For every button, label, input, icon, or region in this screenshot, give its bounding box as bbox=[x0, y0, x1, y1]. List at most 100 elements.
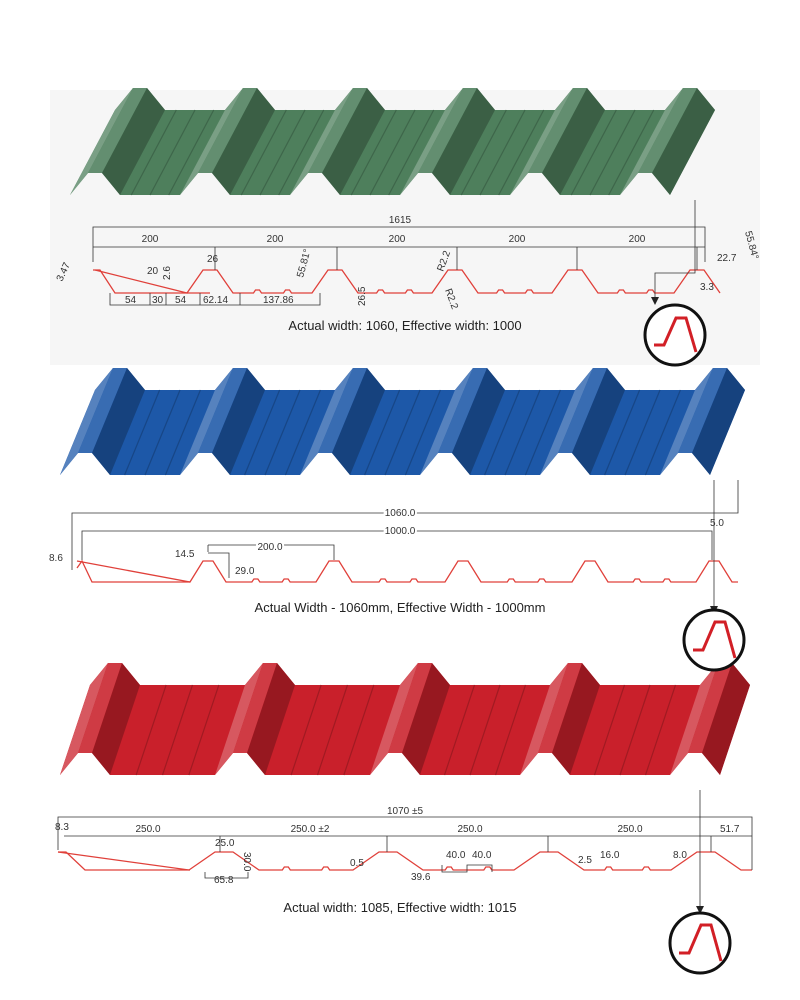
green-stiffener bbox=[388, 109, 435, 196]
red-rib-face bbox=[215, 663, 263, 775]
red-rib-face bbox=[520, 663, 568, 775]
blue-rib-face bbox=[540, 368, 593, 475]
red-stiffener bbox=[494, 684, 527, 776]
green-stiffener bbox=[240, 109, 287, 196]
dim-label: 200 bbox=[509, 234, 526, 245]
blue-stiffener bbox=[484, 389, 521, 476]
dim-label: 5.0 bbox=[710, 518, 724, 529]
blue-stiffener bbox=[384, 389, 421, 476]
green-rib-top bbox=[638, 88, 697, 173]
red-stiffener bbox=[188, 684, 220, 776]
red-stiffener bbox=[343, 684, 375, 776]
green-stiffener bbox=[589, 109, 636, 196]
blue-profile bbox=[76, 560, 738, 583]
blue-stiffener bbox=[124, 389, 161, 476]
green-rib-face bbox=[70, 88, 133, 195]
red-profile bbox=[57, 851, 752, 871]
red-stiffener bbox=[290, 684, 322, 776]
blue-stiffener bbox=[524, 389, 561, 476]
red-rib-top bbox=[78, 663, 122, 753]
red-rib-shadow bbox=[247, 663, 295, 775]
blue-rib-shadow bbox=[692, 368, 745, 475]
green-stiffener bbox=[608, 109, 655, 196]
green-stiffener bbox=[130, 109, 177, 196]
detail-circle-red bbox=[668, 911, 732, 975]
red-stiffener bbox=[644, 684, 677, 776]
red-stiffener bbox=[469, 684, 501, 776]
green-stiffener bbox=[149, 109, 196, 196]
dim-label: 30.0 bbox=[241, 852, 252, 872]
green-rib-top bbox=[308, 88, 367, 173]
blue-stiffener bbox=[644, 389, 681, 476]
green-rib-top bbox=[418, 88, 477, 173]
green-rib-shadow bbox=[102, 88, 165, 195]
dim-label: 2.5 bbox=[578, 855, 592, 866]
blue-rib-top bbox=[558, 368, 607, 453]
blue-stiffener bbox=[624, 389, 661, 476]
dim-label: 200 bbox=[629, 234, 646, 245]
dim-label: 40.0 bbox=[446, 850, 466, 861]
green-rib-shadow bbox=[212, 88, 275, 195]
red-profile-edge bbox=[58, 851, 190, 871]
blue-stiffener bbox=[164, 389, 201, 476]
green-rib-shadow bbox=[542, 88, 605, 195]
blue-rib-shadow bbox=[572, 368, 625, 475]
green-stiffener bbox=[350, 109, 397, 196]
green-rib-face bbox=[180, 88, 243, 195]
dim-label: 25.0 bbox=[215, 838, 235, 849]
blue-stiffener bbox=[284, 389, 321, 476]
dim-label: 20 bbox=[147, 266, 159, 277]
dim-label: 250.0 bbox=[135, 824, 160, 835]
blue-rib-top bbox=[198, 368, 247, 453]
dim-label: 1615 bbox=[389, 215, 412, 226]
blue-stiffener bbox=[364, 389, 401, 476]
green-rib-face bbox=[510, 88, 573, 195]
dim-label: 26 bbox=[207, 254, 219, 265]
green-stiffener bbox=[278, 109, 325, 196]
green-stiffener bbox=[570, 109, 617, 196]
red-rib-face bbox=[670, 663, 718, 775]
panel-red-dimensions: 1070 ±5 8.3 250.0 250.0 ±2 250.0 250.0 5… bbox=[55, 790, 753, 915]
dim-label: 14.5 bbox=[175, 549, 195, 560]
caption: Actual width: 1085, Effective width: 101… bbox=[283, 900, 516, 915]
dim-label: 8.0 bbox=[673, 850, 687, 861]
dim-label: 2.6 bbox=[162, 266, 173, 280]
red-rib-shadow bbox=[552, 663, 600, 775]
dim-label: 54 bbox=[175, 295, 187, 306]
red-rib-face bbox=[370, 663, 418, 775]
blue-rib-shadow bbox=[332, 368, 385, 475]
caption: Actual Width - 1060mm, Effective Width -… bbox=[255, 600, 546, 615]
dim-label: 26.5 bbox=[357, 286, 368, 306]
dim-label: 29.0 bbox=[235, 566, 255, 577]
green-profile bbox=[94, 269, 721, 294]
blue-profile-edge bbox=[76, 559, 190, 583]
dim-label: 200.0 bbox=[257, 542, 282, 553]
green-rib-face bbox=[400, 88, 463, 195]
dim-label: 54 bbox=[125, 295, 137, 306]
red-stiffener bbox=[619, 684, 651, 776]
dim-label: 1000.0 bbox=[385, 526, 416, 537]
green-stiffener bbox=[369, 109, 416, 196]
blue-rib-top bbox=[318, 368, 367, 453]
green-rib-shadow bbox=[652, 88, 715, 195]
red-rib-face bbox=[60, 663, 108, 775]
dim-label: 8.6 bbox=[49, 553, 63, 564]
red-stiffener bbox=[443, 684, 476, 776]
blue-rib-shadow bbox=[452, 368, 505, 475]
green-rib-shadow bbox=[432, 88, 495, 195]
dim-label: 51.7 bbox=[720, 824, 740, 835]
dim-label: 65.8 bbox=[214, 875, 234, 886]
red-stiffener bbox=[316, 684, 349, 776]
dim-label: 40.0 bbox=[472, 850, 492, 861]
blue-rib-face bbox=[180, 368, 233, 475]
blue-rib-shadow bbox=[92, 368, 145, 475]
dim-label: 3.3 bbox=[700, 282, 714, 293]
dim-label: 137.86 bbox=[263, 295, 294, 306]
green-rib-top bbox=[198, 88, 257, 173]
dim-label: 250.0 bbox=[617, 824, 642, 835]
green-stiffener bbox=[259, 109, 306, 196]
dim-label: 250.0 ±2 bbox=[291, 824, 330, 835]
green-rib-face bbox=[620, 88, 683, 195]
caption: Actual width: 1060, Effective width: 100… bbox=[288, 318, 521, 333]
